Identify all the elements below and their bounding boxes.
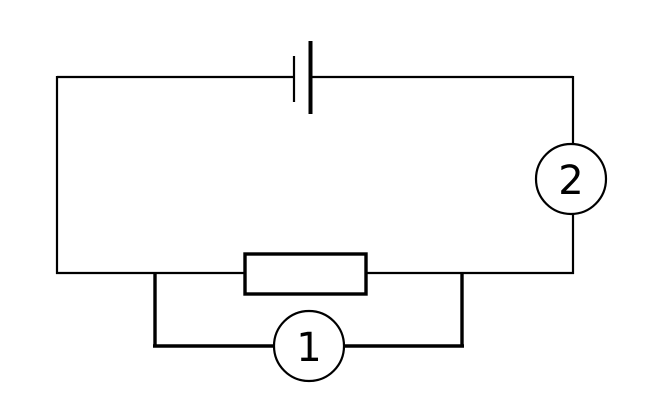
battery	[292, 41, 313, 114]
meter-2: 2	[534, 142, 608, 216]
main-loop-wires	[55, 75, 575, 275]
resistor	[243, 252, 368, 296]
meter-1: 1	[272, 309, 346, 383]
meter-2-label: 2	[558, 158, 583, 204]
meter-1-circle	[272, 309, 346, 383]
meter-1-label: 1	[296, 325, 321, 371]
meter-2-circle	[534, 142, 608, 216]
parallel-branch	[153, 272, 464, 348]
